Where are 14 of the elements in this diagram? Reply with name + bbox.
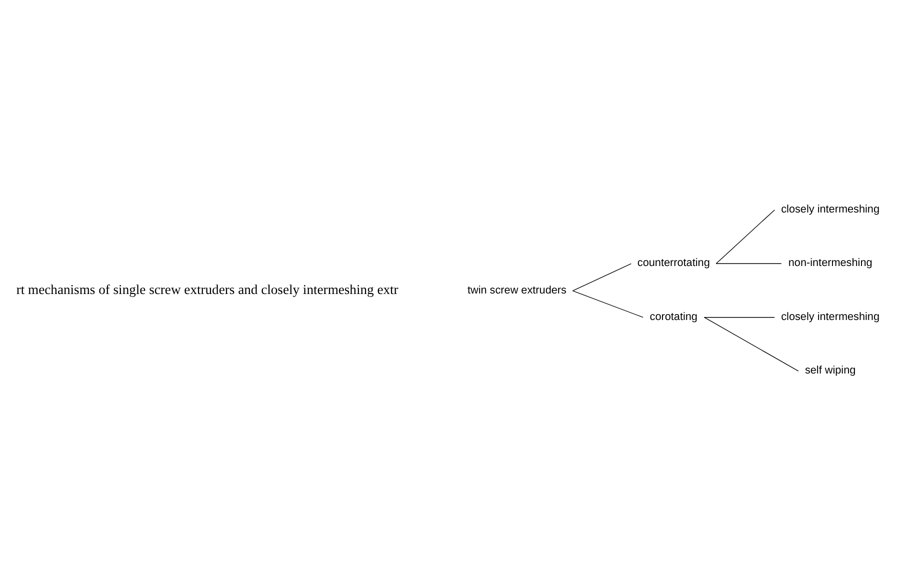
node-text: self wiping (804, 364, 856, 377)
node-text: closely intermeshing (781, 204, 880, 216)
node-text: corotating (650, 310, 698, 323)
connector (704, 317, 799, 372)
node-text: twin screw extruders (467, 284, 566, 296)
node-text: non-intermeshing (788, 257, 872, 270)
connector (716, 263, 782, 264)
connector (704, 317, 775, 318)
connector (572, 290, 644, 318)
label: rt mechanisms of single screw extruders and closely intermeshing extr (16, 282, 398, 298)
connector (572, 263, 632, 292)
node-text: counterrotating (637, 257, 710, 270)
connector (716, 210, 775, 264)
node-text: closely intermeshing (781, 310, 880, 323)
